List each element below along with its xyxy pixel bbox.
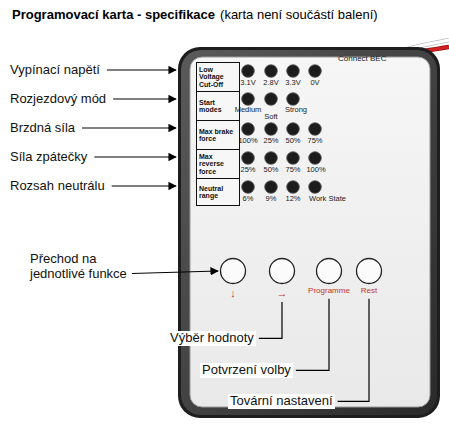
push-button: ↓ xyxy=(206,257,260,299)
option-value: 2.8V xyxy=(263,79,278,87)
option-value: Strong xyxy=(285,106,307,114)
pointer-arrow xyxy=(82,127,176,128)
pointer-arrow xyxy=(112,185,176,186)
led-dot xyxy=(309,123,322,136)
pointer-arrow xyxy=(94,156,176,157)
title-text: Programovací karta - specifikace xyxy=(12,7,215,22)
option-value: 75% xyxy=(285,166,300,174)
option-value: 25% xyxy=(263,137,278,145)
option-value: 100% xyxy=(238,137,257,145)
button-label: Programme xyxy=(302,287,356,296)
option-value: 100% xyxy=(306,166,325,174)
button-callout: Výběr hodnoty xyxy=(168,331,256,346)
led-dot xyxy=(242,123,255,136)
parameter-cell: Start modes xyxy=(196,91,240,121)
led-dot xyxy=(287,181,300,194)
button-label: Rest xyxy=(342,287,396,296)
title-row: Programovací karta - specifikace (karta n… xyxy=(12,7,378,22)
option-value: 75% xyxy=(307,137,322,145)
button-outline xyxy=(270,259,295,284)
pointer-arrow xyxy=(107,69,176,70)
push-button: Rest xyxy=(342,257,396,296)
title-note: (karta není součástí balení) xyxy=(220,7,378,22)
button-label: → xyxy=(255,287,309,299)
led-dot xyxy=(265,93,278,106)
row-callout: Brzdná síla xyxy=(10,121,75,136)
parameter-name: Max brake force xyxy=(199,128,237,143)
button-outline xyxy=(357,259,382,284)
push-button: Programme xyxy=(302,257,356,296)
pointer-arrow xyxy=(113,98,176,99)
led-dot xyxy=(242,181,255,194)
parameter-name: Start modes xyxy=(199,99,237,114)
led-dot xyxy=(242,152,255,165)
led-dot xyxy=(242,93,255,106)
parameter-cell: Neutral range xyxy=(196,178,240,206)
led-dot xyxy=(242,65,255,78)
button-outline xyxy=(317,259,342,284)
leader-line xyxy=(338,299,369,402)
option-value: 50% xyxy=(263,166,278,174)
led-dot xyxy=(265,152,278,165)
parameter-cell: Max brake force xyxy=(196,120,240,150)
row-callout: Rozjezdový mód xyxy=(10,92,106,107)
button-outline xyxy=(221,259,246,284)
pointer-arrow xyxy=(132,271,218,274)
led-dot xyxy=(265,65,278,78)
parameter-name: Low Voltage Cut-Off xyxy=(199,66,237,88)
button-label: ↓ xyxy=(206,287,260,299)
parameter-name: Max reverse force xyxy=(199,153,237,175)
option-value: 12% xyxy=(285,195,300,203)
row-callout: Rozsah neutrálu xyxy=(10,179,105,194)
option-value: Medium xyxy=(235,106,262,114)
option-value: Soft xyxy=(264,113,277,121)
leader-line xyxy=(296,299,329,371)
led-dot xyxy=(309,181,322,194)
led-dot xyxy=(265,123,278,136)
button-circle xyxy=(315,257,343,285)
button-circle xyxy=(268,257,296,285)
option-value: 25% xyxy=(240,166,255,174)
row-callout: Vypínací napětí xyxy=(10,63,100,78)
led-dot xyxy=(287,93,300,106)
button-callout: Potvrzení volby xyxy=(200,363,293,378)
option-value: 6% xyxy=(243,195,254,203)
push-button: → xyxy=(255,257,309,299)
row-callout: Síla zpátečky xyxy=(10,150,87,165)
parameter-name: Neutral range xyxy=(199,185,237,200)
led-dot xyxy=(265,181,278,194)
button-callout: Tovární nastavení xyxy=(228,394,335,409)
led-dot xyxy=(287,65,300,78)
option-value: Work State xyxy=(309,195,346,203)
button-callout: Přechod na jednotlivé funkce xyxy=(30,252,148,282)
parameter-cell: Low Voltage Cut-Off xyxy=(196,62,240,92)
button-circle xyxy=(355,257,383,285)
option-value: 0V xyxy=(310,79,319,87)
leader-line xyxy=(259,302,282,338)
led-dot xyxy=(309,152,322,165)
option-value: 3.1V xyxy=(240,79,255,87)
led-dot xyxy=(309,65,322,78)
option-value: 50% xyxy=(285,137,300,145)
led-dot xyxy=(287,123,300,136)
parameter-cell: Max reverse force xyxy=(196,149,240,179)
option-value: 3.3V xyxy=(285,79,300,87)
led-dot xyxy=(287,152,300,165)
button-circle xyxy=(219,257,247,285)
connector-label: Connect BEC xyxy=(338,54,386,63)
option-value: 9% xyxy=(266,195,277,203)
